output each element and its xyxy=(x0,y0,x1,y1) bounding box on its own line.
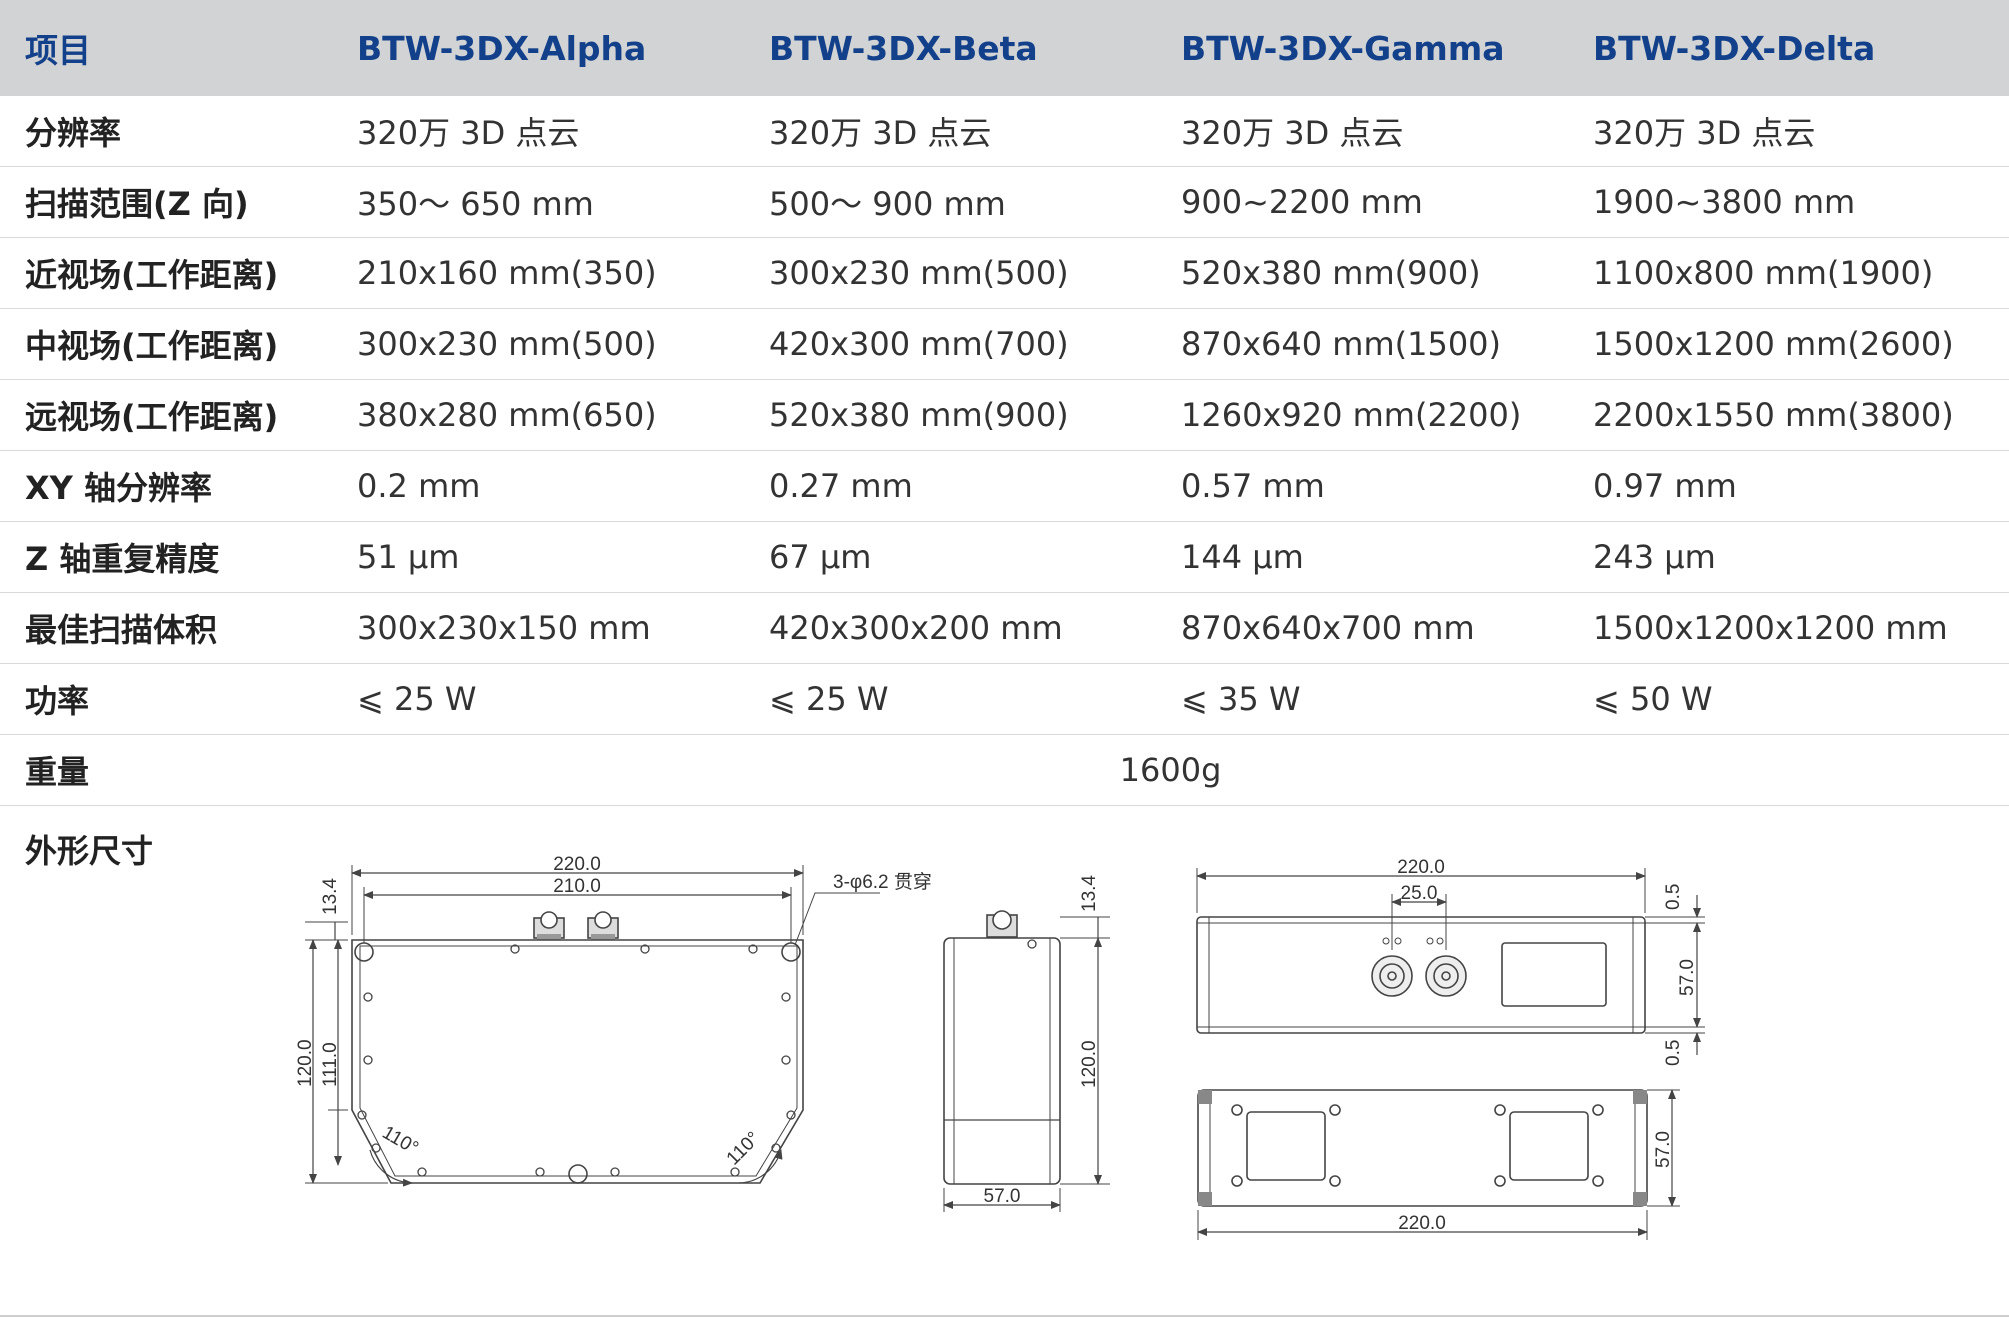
row-label: Z 轴重复精度 xyxy=(0,521,332,593)
row-label: 远视场(工作距离) xyxy=(0,379,332,451)
row-label: 分辨率 xyxy=(0,96,332,167)
table-cell: 144 µm xyxy=(1156,521,1568,593)
table-row: 分辨率 320万 3D 点云 320万 3D 点云 320万 3D 点云 320… xyxy=(0,96,2009,167)
dimensions-drawing-cell xyxy=(332,805,2009,1317)
row-label: 外形尺寸 xyxy=(0,805,332,1317)
table-row: 中视场(工作距离) 300x230 mm(500) 420x300 mm(700… xyxy=(0,308,2009,380)
table-cell: 900~2200 mm xyxy=(1156,166,1568,238)
table-cell: 0.97 mm xyxy=(1568,450,2009,522)
weight-value: 1600g xyxy=(332,734,2009,806)
table-cell: 320万 3D 点云 xyxy=(332,96,744,167)
table-cell: ⩽ 35 W xyxy=(1156,663,1568,735)
table-cell: 520x380 mm(900) xyxy=(744,379,1156,451)
table-cell: 500～ 900 mm xyxy=(744,166,1156,238)
table-cell: 1500x1200x1200 mm xyxy=(1568,592,2009,664)
table-row: XY 轴分辨率 0.2 mm 0.27 mm 0.57 mm 0.97 mm xyxy=(0,450,2009,522)
model-header-delta: BTW-3DX-Delta xyxy=(1568,0,2009,96)
table-cell: 1260x920 mm(2200) xyxy=(1156,379,1568,451)
row-label: 中视场(工作距离) xyxy=(0,308,332,380)
header-row: 项目 BTW-3DX-Alpha BTW-3DX-Beta BTW-3DX-Ga… xyxy=(0,0,2009,96)
row-label: 重量 xyxy=(0,734,332,806)
table-cell: 300x230 mm(500) xyxy=(332,308,744,380)
table-cell: 1900~3800 mm xyxy=(1568,166,2009,238)
table-cell: 320万 3D 点云 xyxy=(744,96,1156,167)
table-cell: 210x160 mm(350) xyxy=(332,237,744,309)
table-cell: 870x640x700 mm xyxy=(1156,592,1568,664)
table-cell: 380x280 mm(650) xyxy=(332,379,744,451)
table-cell: 0.2 mm xyxy=(332,450,744,522)
table-cell: 320万 3D 点云 xyxy=(1568,96,2009,167)
table-row: 近视场(工作距离) 210x160 mm(350) 300x230 mm(500… xyxy=(0,237,2009,309)
dimensions-row: 外形尺寸 xyxy=(0,805,2009,1317)
table-cell: 51 µm xyxy=(332,521,744,593)
model-header-gamma: BTW-3DX-Gamma xyxy=(1156,0,1568,96)
table-cell: ⩽ 50 W xyxy=(1568,663,2009,735)
table-cell: 520x380 mm(900) xyxy=(1156,237,1568,309)
table-row: 扫描范围(Z 向) 350～ 650 mm 500～ 900 mm 900~22… xyxy=(0,166,2009,238)
table-cell: 300x230x150 mm xyxy=(332,592,744,664)
row-label: 最佳扫描体积 xyxy=(0,592,332,664)
row-label: 功率 xyxy=(0,663,332,735)
table-cell: 320万 3D 点云 xyxy=(1156,96,1568,167)
table-cell: 243 µm xyxy=(1568,521,2009,593)
table-cell: 350～ 650 mm xyxy=(332,166,744,238)
table-cell: 1100x800 mm(1900) xyxy=(1568,237,2009,309)
weight-row: 重量 1600g xyxy=(0,734,2009,806)
table-cell: 870x640 mm(1500) xyxy=(1156,308,1568,380)
table-row: Z 轴重复精度 51 µm 67 µm 144 µm 243 µm xyxy=(0,521,2009,593)
model-header-beta: BTW-3DX-Beta xyxy=(744,0,1156,96)
table-cell: 67 µm xyxy=(744,521,1156,593)
row-label: XY 轴分辨率 xyxy=(0,450,332,522)
table-cell: 420x300x200 mm xyxy=(744,592,1156,664)
row-label: 扫描范围(Z 向) xyxy=(0,166,332,238)
table-cell: 0.57 mm xyxy=(1156,450,1568,522)
table-cell: ⩽ 25 W xyxy=(332,663,744,735)
table-row: 最佳扫描体积 300x230x150 mm 420x300x200 mm 870… xyxy=(0,592,2009,664)
table-cell: 0.27 mm xyxy=(744,450,1156,522)
item-column-header: 项目 xyxy=(0,0,332,96)
table-cell: 1500x1200 mm(2600) xyxy=(1568,308,2009,380)
table-cell: 300x230 mm(500) xyxy=(744,237,1156,309)
table-cell: 420x300 mm(700) xyxy=(744,308,1156,380)
table-row: 远视场(工作距离) 380x280 mm(650) 520x380 mm(900… xyxy=(0,379,2009,451)
model-header-alpha: BTW-3DX-Alpha xyxy=(332,0,744,96)
row-label: 近视场(工作距离) xyxy=(0,237,332,309)
table-cell: ⩽ 25 W xyxy=(744,663,1156,735)
table-cell: 2200x1550 mm(3800) xyxy=(1568,379,2009,451)
table-row: 功率 ⩽ 25 W ⩽ 25 W ⩽ 35 W ⩽ 50 W xyxy=(0,663,2009,735)
